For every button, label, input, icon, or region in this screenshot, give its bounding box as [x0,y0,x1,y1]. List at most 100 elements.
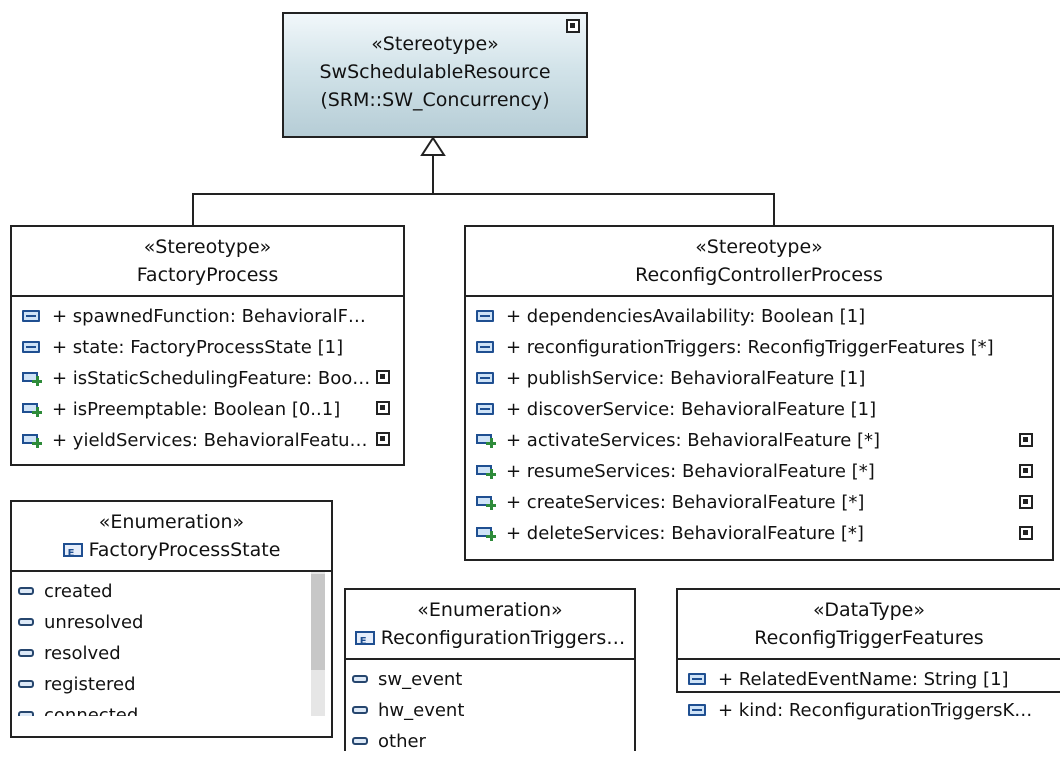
generalization-arrowhead [420,136,446,156]
literal-icon [18,680,34,688]
attribute-text: + isPreemptable: Boolean [0..1] [52,399,341,420]
literal-icon [18,649,34,657]
literal-icon [352,675,368,683]
attribute-row[interactable]: + isStaticSchedulingFeature: Boo… [12,363,403,394]
extension-attribute-icon [476,434,496,448]
factory-process-state-enum[interactable]: «Enumeration» FactoryProcessState create… [10,500,333,738]
class-stereotype: «Stereotype» [695,236,823,258]
enum-literal[interactable]: connected [12,700,331,716]
attribute-row[interactable]: + reconfigurationTriggers: ReconfigTrigg… [466,332,1052,363]
reconfig-controller-process-class[interactable]: «Stereotype» ReconfigControllerProcess +… [464,225,1054,561]
attribute-icon [22,341,40,353]
literal-text: sw_event [378,669,463,690]
attribute-icon [688,704,706,716]
enum-name-row: FactoryProcessState [12,536,331,568]
attribute-text: + deleteServices: BehavioralFeature [*] [506,523,864,544]
class-stereotype: «Stereotype» [371,33,499,55]
attribute-text: + publishService: BehavioralFeature [1] [506,368,866,389]
enum-literal[interactable]: hw_event [346,695,634,726]
enumeration-icon [62,540,83,568]
enum-stereotype: «Enumeration» [417,599,563,621]
literal-text: other [378,731,426,752]
attribute-compartment: + spawnedFunction: BehavioralF… + state:… [12,295,403,456]
enum-literal[interactable]: unresolved [12,607,331,638]
attribute-text: + reconfigurationTriggers: ReconfigTrigg… [506,337,994,358]
literal-scrollbar[interactable] [311,572,325,716]
attribute-row[interactable]: + spawnedFunction: BehavioralF… [12,301,403,332]
class-name: ReconfigControllerProcess [635,264,883,286]
scrollbar-thumb[interactable] [311,574,325,670]
enum-literal[interactable]: sw_event [346,664,634,695]
extension-attribute-icon [22,434,42,448]
shortcut-link-icon [376,401,390,415]
generalization-line-horizontal [192,193,775,195]
attribute-icon [22,310,40,322]
enum-literal[interactable]: other [346,726,634,757]
attribute-icon [476,372,494,384]
class-name: SwSchedulableResource [319,61,551,83]
shortcut-link-icon [1019,495,1033,509]
attribute-icon [476,310,494,322]
attribute-row[interactable]: + state: FactoryProcessState [1] [12,332,403,363]
attribute-row[interactable]: + RelatedEventName: String [1] [678,664,1060,695]
attribute-row[interactable]: + discoverService: BehavioralFeature [1] [466,394,1052,425]
attribute-row[interactable]: + isPreemptable: Boolean [0..1] [12,394,403,425]
attribute-row[interactable]: + resumeServices: BehavioralFeature [*] [466,456,1052,487]
attribute-row[interactable]: + activateServices: BehavioralFeature [*… [466,425,1052,456]
generalization-line-right [773,193,775,226]
class-qualifier: (SRM::SW_Concurrency) [320,89,550,111]
attribute-icon [476,341,494,353]
datatype-name: ReconfigTriggerFeatures [754,627,984,649]
literal-text: resolved [44,643,121,664]
attribute-text: + spawnedFunction: BehavioralF… [52,306,366,327]
attribute-text: + yieldServices: BehavioralFeatu… [52,430,368,451]
shortcut-link-icon [376,432,390,446]
attribute-text: + kind: ReconfigurationTriggersK… [718,700,1033,721]
enum-stereotype: «Enumeration» [98,511,245,533]
reconfig-trigger-features-datatype[interactable]: «DataType» ReconfigTriggerFeatures + Rel… [676,588,1060,721]
reconfiguration-triggers-enum[interactable]: «Enumeration» ReconfigurationTriggers… s… [344,588,636,752]
literal-compartment: created unresolved resolved registered c… [12,570,331,716]
literal-icon [352,737,368,745]
enumeration-icon [354,628,375,656]
datatype-stereotype: «DataType» [813,599,925,621]
attribute-icon [476,403,494,415]
literal-text: hw_event [378,700,465,721]
literal-icon [18,711,34,716]
attribute-text: + RelatedEventName: String [1] [718,669,1009,690]
attribute-text: + resumeServices: BehavioralFeature [*] [506,461,875,482]
attribute-row[interactable]: + dependenciesAvailability: Boolean [1] [466,301,1052,332]
attribute-text: + activateServices: BehavioralFeature [*… [506,430,881,451]
literal-icon [18,618,34,626]
shortcut-link-icon [376,370,390,384]
attribute-compartment: + dependenciesAvailability: Boolean [1] … [466,295,1052,549]
attribute-row[interactable]: + yieldServices: BehavioralFeatu… [12,425,403,456]
attribute-row[interactable]: + kind: ReconfigurationTriggersK… [678,695,1060,726]
attribute-text: + dependenciesAvailability: Boolean [1] [506,306,866,327]
attribute-text: + createServices: BehavioralFeature [*] [506,492,865,513]
extension-attribute-icon [476,527,496,541]
shortcut-link-icon [1019,526,1033,540]
shortcut-link-icon [566,19,580,33]
generalization-line-left [192,193,194,226]
attribute-row[interactable]: + deleteServices: BehavioralFeature [*] [466,518,1052,549]
factory-process-class[interactable]: «Stereotype» FactoryProcess + spawnedFun… [10,225,405,466]
literal-icon [18,587,34,595]
extension-attribute-icon [476,465,496,479]
attribute-text: + discoverService: BehavioralFeature [1] [506,399,877,420]
enum-literal[interactable]: resolved [12,638,331,669]
class-stereotype: «Stereotype» [143,236,272,258]
class-name: FactoryProcess [136,264,279,286]
enum-literal[interactable]: created [12,576,331,607]
attribute-text: + isStaticSchedulingFeature: Boo… [52,368,371,389]
literal-text: registered [44,674,136,695]
enum-name: ReconfigurationTriggers… [380,627,626,649]
shortcut-link-icon [1019,464,1033,478]
sw-schedulable-resource-class[interactable]: «Stereotype» SwSchedulableResource (SRM:… [282,12,588,138]
enum-literal[interactable]: registered [12,669,331,700]
attribute-row[interactable]: + publishService: BehavioralFeature [1] [466,363,1052,394]
attribute-row[interactable]: + createServices: BehavioralFeature [*] [466,487,1052,518]
shortcut-link-icon [1019,433,1033,447]
extension-attribute-icon [22,403,42,417]
attribute-text: + state: FactoryProcessState [1] [52,337,344,358]
